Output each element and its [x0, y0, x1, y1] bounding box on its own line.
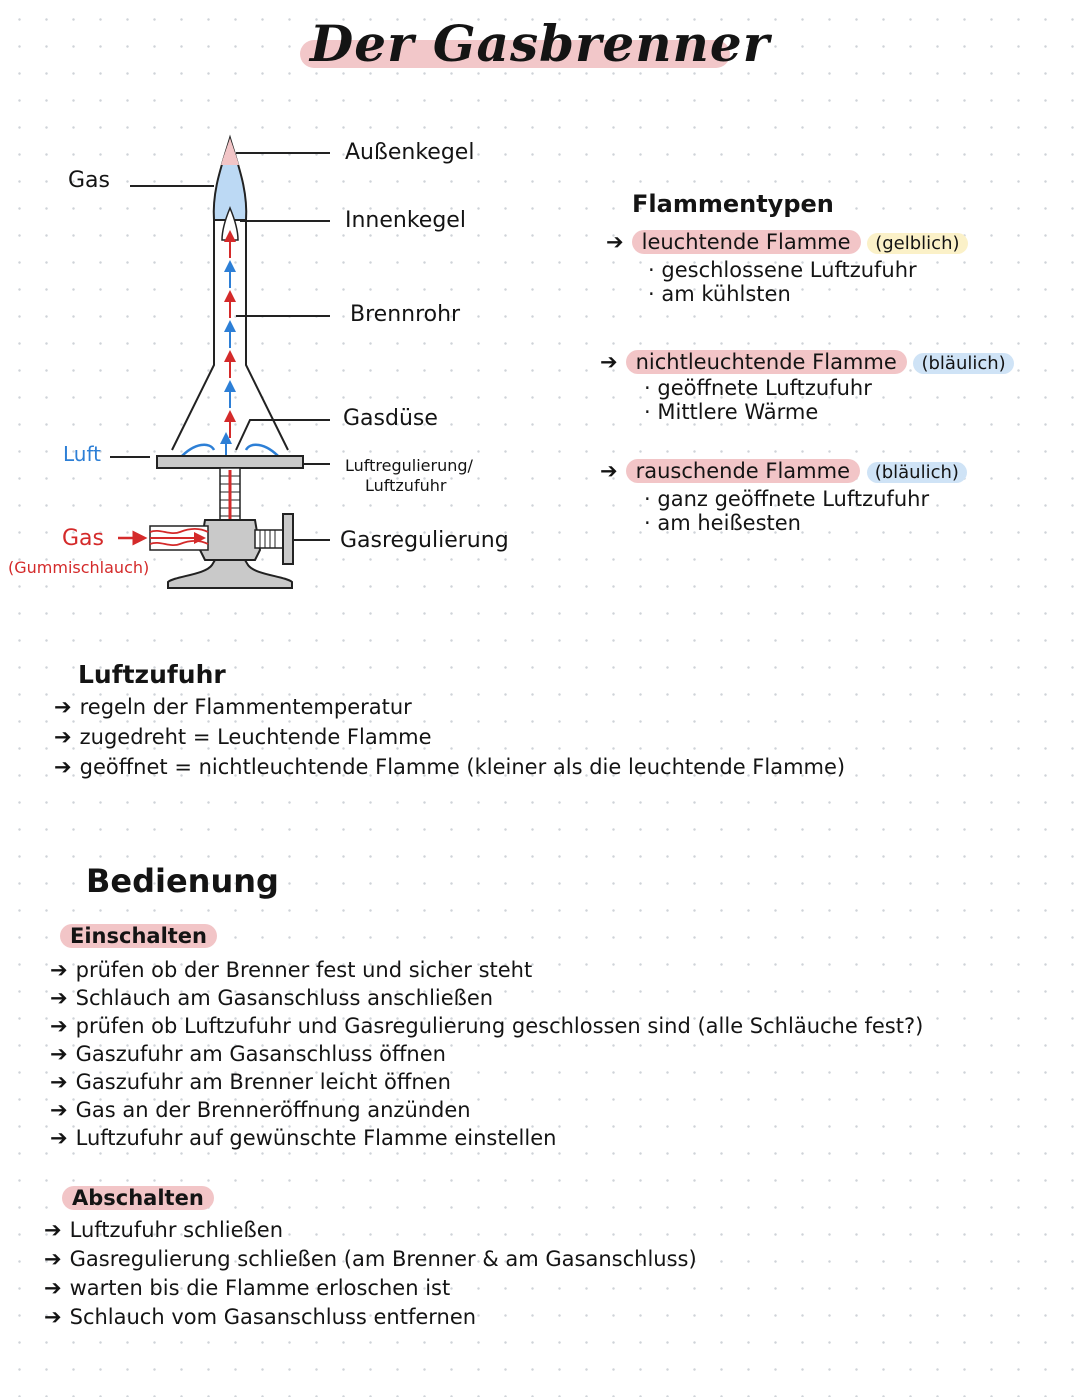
list-item-text: prüfen ob der Brenner fest und sicher st… [75, 958, 533, 982]
flame-type-2: ➔ nichtleuchtende Flamme (bläulich) · geö… [600, 350, 1014, 424]
burner-diagram [110, 134, 330, 589]
label-luftregulierung: Luftregulierung/ [345, 456, 473, 475]
list-item: ➔ Schlauch vom Gasanschluss entfernen [44, 1303, 697, 1332]
list-item-text: Schlauch am Gasanschluss anschließen [75, 986, 494, 1010]
arrow-icon: ➔ [44, 1305, 62, 1329]
abschalten-label: Abschalten [62, 1186, 214, 1210]
flame-type-1: ➔ leuchtende Flamme (gelblich) · geschlos… [606, 230, 968, 306]
label-aussenkegel: Außenkegel [345, 140, 475, 165]
list-item: ➔ prüfen ob Luftzufuhr und Gasregulierung… [50, 1012, 923, 1040]
list-item-text: Luftzufuhr auf gewünschte Flamme einstel… [75, 1126, 557, 1150]
label-luft: Luft [63, 442, 101, 466]
gas-regulation-knob [282, 513, 294, 565]
gas-flow-arrows [179, 230, 281, 465]
flame-type-point: ganz geöffnete Luftzufuhr [657, 487, 930, 511]
flame-type-point: geöffnete Luftzufuhr [657, 376, 872, 400]
bullet-icon: · [644, 376, 651, 400]
arrow-icon: ➔ [50, 1042, 68, 1066]
arrow-icon: ➔ [600, 350, 618, 374]
list-item-text: Gaszufuhr am Brenner leicht öffnen [75, 1070, 451, 1094]
list-item: ➔ warten bis die Flamme erloschen ist [44, 1274, 697, 1303]
luftzufuhr-list: ➔ regeln der Flammentemperatur ➔ zugedreht… [54, 692, 845, 782]
arrow-icon: ➔ [54, 695, 72, 719]
arrow-icon: ➔ [50, 1126, 68, 1150]
list-item-text: Gaszufuhr am Gasanschluss öffnen [75, 1042, 446, 1066]
list-item: ➔ zugedreht = Leuchtende Flamme [54, 722, 845, 752]
list-item-text: zugedreht = Leuchtende Flamme [79, 725, 432, 749]
burner-foot [167, 559, 293, 589]
arrow-icon: ➔ [54, 725, 72, 749]
label-brennrohr: Brennrohr [350, 302, 461, 327]
luftzufuhr-heading: Luftzufuhr [78, 660, 226, 689]
flame-type-point: am kühlsten [661, 282, 791, 306]
list-item: ➔ Gasregulierung schließen (am Brenner & … [44, 1245, 697, 1274]
label-luftzufuhr: Luftzufuhr [365, 476, 447, 495]
bullet-icon: · [648, 282, 655, 306]
list-item-text: prüfen ob Luftzufuhr und Gasregulierung … [75, 1014, 924, 1038]
list-item: ➔ Luftzufuhr schließen [44, 1216, 697, 1245]
einschalten-label: Einschalten [60, 924, 217, 948]
flammentypen-heading: Flammentypen [632, 190, 834, 218]
flame-type-name: rauschende Flamme [625, 459, 860, 483]
list-item-text: Schlauch vom Gasanschluss entfernen [69, 1305, 477, 1329]
label-gas: Gas [68, 168, 110, 193]
arrow-icon: ➔ [54, 755, 72, 779]
arrow-icon: ➔ [44, 1276, 62, 1300]
bullet-icon: · [644, 511, 651, 535]
list-item-text: geöffnet = nichtleuchtende Flamme (klein… [79, 755, 846, 779]
arrow-icon: ➔ [606, 230, 624, 254]
list-item-text: regeln der Flammentemperatur [79, 695, 412, 719]
flame-type-name: nichtleuchtende Flamme [625, 350, 907, 374]
list-item: ➔ prüfen ob der Brenner fest und sicher s… [50, 956, 923, 984]
label-innenkegel: Innenkegel [345, 208, 466, 233]
list-item: ➔ regeln der Flammentemperatur [54, 692, 845, 722]
flame-type-point: Mittlere Wärme [657, 400, 819, 424]
arrow-icon: ➔ [44, 1247, 62, 1271]
burner-tube [171, 220, 289, 451]
list-item: ➔ Gaszufuhr am Gasanschluss öffnen [50, 1040, 923, 1068]
label-gummischlauch: (Gummischlauch) [8, 558, 150, 577]
abschalten-list: ➔ Luftzufuhr schließen ➔ Gasregulierung sc… [44, 1216, 697, 1332]
flame-type-point: geschlossene Luftzufuhr [661, 258, 917, 282]
label-gas-inlet: Gas [62, 526, 104, 551]
bullet-icon: · [644, 487, 651, 511]
flame-type-point: am heißesten [657, 511, 801, 535]
flame-type-tag: (bläulich) [913, 353, 1014, 374]
list-item: ➔ geöffnet = nichtleuchtende Flamme (klei… [54, 752, 845, 782]
arrow-icon: ➔ [50, 986, 68, 1010]
list-item-text: Gas an der Brenneröffnung anzünden [75, 1098, 471, 1122]
arrow-icon: ➔ [600, 459, 618, 483]
arrow-icon: ➔ [50, 958, 68, 982]
einschalten-list: ➔ prüfen ob der Brenner fest und sicher s… [50, 956, 923, 1152]
label-gasduese: Gasdüse [343, 406, 438, 431]
burner-body [198, 519, 262, 561]
einschalten-heading: Einschalten [60, 924, 217, 948]
list-item: ➔ Luftzufuhr auf gewünschte Flamme einste… [50, 1124, 923, 1152]
list-item: ➔ Schlauch am Gasanschluss anschließen [50, 984, 923, 1012]
abschalten-heading: Abschalten [62, 1186, 214, 1210]
list-item-text: warten bis die Flamme erloschen ist [69, 1276, 451, 1300]
air-regulation-plate [156, 455, 304, 469]
flame-type-tag: (bläulich) [866, 462, 967, 483]
page-title: Der Gasbrenner [309, 14, 771, 73]
list-item: ➔ Gas an der Brenneröffnung anzünden [50, 1096, 923, 1124]
title-highlight [300, 40, 730, 68]
arrow-icon: ➔ [50, 1070, 68, 1094]
arrow-icon: ➔ [50, 1098, 68, 1122]
list-item-text: Luftzufuhr schließen [69, 1218, 284, 1242]
arrow-icon: ➔ [50, 1014, 68, 1038]
list-item-text: Gasregulierung schließen (am Brenner & a… [69, 1247, 697, 1271]
arrow-icon: ➔ [44, 1218, 62, 1242]
flame-type-3: ➔ rauschende Flamme (bläulich) · ganz geö… [600, 459, 967, 535]
label-gasregulierung: Gasregulierung [340, 528, 509, 553]
list-item: ➔ Gaszufuhr am Brenner leicht öffnen [50, 1068, 923, 1096]
bedienung-heading: Bedienung [86, 862, 279, 900]
flame-type-name: leuchtende Flamme [631, 230, 861, 254]
flame-type-tag: (gelblich) [867, 233, 968, 254]
bullet-icon: · [648, 258, 655, 282]
bullet-icon: · [644, 400, 651, 424]
